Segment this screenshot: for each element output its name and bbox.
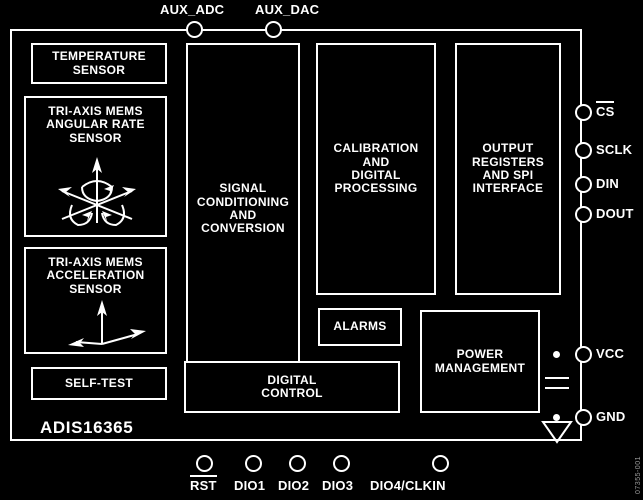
wire-cap-bottom bbox=[0, 152, 2, 177]
block-label-alarms: ALARMS bbox=[333, 319, 387, 334]
pin-rst[interactable] bbox=[196, 455, 213, 472]
wire-pin-dio4-vert bbox=[0, 357, 2, 379]
pin-label-dio4: DIO4/CLKIN bbox=[370, 478, 446, 493]
wire-cap-top bbox=[0, 130, 2, 152]
block-label-power-management: POWER MANAGEMENT bbox=[434, 347, 526, 375]
part-number-label: ADIS16365 bbox=[40, 418, 134, 437]
wire-pin-dio3 bbox=[0, 312, 2, 357]
block-label-self-test: SELF-TEST bbox=[64, 375, 134, 390]
pin-label-sclk: SCLK bbox=[596, 142, 633, 157]
pin-label-dout: DOUT bbox=[596, 206, 634, 221]
block-label-temperature-sensor: TEMPERATURE SENSOR bbox=[52, 49, 146, 77]
block-label-digital-control: DIGITAL CONTROL bbox=[261, 372, 323, 400]
pin-label-dio3: DIO3 bbox=[322, 478, 354, 493]
block-accel-sensor: TRI-AXIS MEMS ACCELERATION SENSOR bbox=[24, 247, 167, 354]
tri-axis-rotation-icon bbox=[58, 157, 136, 227]
pin-gnd[interactable] bbox=[575, 409, 592, 426]
ground-symbol-icon bbox=[541, 421, 573, 444]
wire-calibration-to-alarms bbox=[0, 73, 2, 86]
wire-aux-adc bbox=[0, 0, 2, 22]
pin-dio1[interactable] bbox=[245, 455, 262, 472]
pin-label-cs-text: CS bbox=[596, 104, 615, 119]
pin-label-rst: RST bbox=[190, 478, 217, 493]
block-label-calibration: CALIBRATION AND DIGITAL PROCESSING bbox=[333, 141, 419, 196]
pin-dio3[interactable] bbox=[333, 455, 350, 472]
pin-dio4[interactable] bbox=[432, 455, 449, 472]
block-power-management: POWER MANAGEMENT bbox=[420, 310, 540, 413]
capacitor-icon bbox=[545, 377, 569, 389]
block-gyro-sensor: TRI-AXIS MEMS ANGULAR RATE SENSOR bbox=[24, 96, 167, 237]
junction-dot-vcc bbox=[553, 351, 560, 358]
block-output-registers: OUTPUT REGISTERS AND SPI INTERFACE bbox=[455, 43, 561, 295]
wire-pin-rst bbox=[0, 177, 2, 222]
wire-pin-dio2 bbox=[0, 267, 2, 312]
pin-label-dio1: DIO1 bbox=[234, 478, 266, 493]
block-temperature-sensor: TEMPERATURE SENSOR bbox=[31, 43, 167, 84]
wire-pin-dio4-drop bbox=[0, 381, 2, 404]
block-alarms: ALARMS bbox=[318, 308, 402, 346]
pin-label-dio2: DIO2 bbox=[278, 478, 310, 493]
block-digital-control: DIGITAL CONTROL bbox=[184, 361, 400, 413]
pin-sclk[interactable] bbox=[575, 142, 592, 159]
pin-dout[interactable] bbox=[575, 206, 592, 223]
junction-dot-gnd bbox=[553, 414, 560, 421]
block-label-signal-conditioning: SIGNAL CONDITIONING AND CONVERSION bbox=[196, 181, 290, 236]
pin-label-cs: CS bbox=[596, 104, 614, 119]
wire-output-to-digital bbox=[0, 101, 2, 116]
wire-pin-dio1 bbox=[0, 222, 2, 267]
figure-number: 07355-001 bbox=[635, 456, 642, 494]
pin-label-rst-text: RST bbox=[190, 478, 217, 493]
wire-accel-to-selftest bbox=[0, 54, 2, 67]
block-signal-conditioning: SIGNAL CONDITIONING AND CONVERSION bbox=[186, 43, 300, 375]
pin-aux-dac[interactable] bbox=[265, 21, 282, 38]
tri-axis-arrow-icon bbox=[68, 300, 146, 347]
pin-label-gnd: GND bbox=[596, 409, 626, 424]
pin-vcc[interactable] bbox=[575, 346, 592, 363]
pin-label-aux-adc: AUX_ADC bbox=[160, 2, 225, 17]
block-label-output-registers: OUTPUT REGISTERS AND SPI INTERFACE bbox=[471, 141, 545, 196]
wire-alarms-to-digital bbox=[0, 86, 2, 101]
block-self-test: SELF-TEST bbox=[31, 367, 167, 400]
block-label-gyro-sensor: TRI-AXIS MEMS ANGULAR RATE SENSOR bbox=[46, 104, 145, 145]
wire-aux-dac bbox=[0, 22, 2, 44]
pin-aux-adc[interactable] bbox=[186, 21, 203, 38]
block-label-accel-sensor: TRI-AXIS MEMS ACCELERATION SENSOR bbox=[46, 255, 145, 296]
pin-cs[interactable] bbox=[575, 104, 592, 121]
pin-label-vcc: VCC bbox=[596, 346, 625, 361]
pin-label-din: DIN bbox=[596, 176, 619, 191]
pin-din[interactable] bbox=[575, 176, 592, 193]
block-calibration: CALIBRATION AND DIGITAL PROCESSING bbox=[316, 43, 436, 295]
pin-label-aux-dac: AUX_DAC bbox=[255, 2, 320, 17]
pin-dio2[interactable] bbox=[289, 455, 306, 472]
